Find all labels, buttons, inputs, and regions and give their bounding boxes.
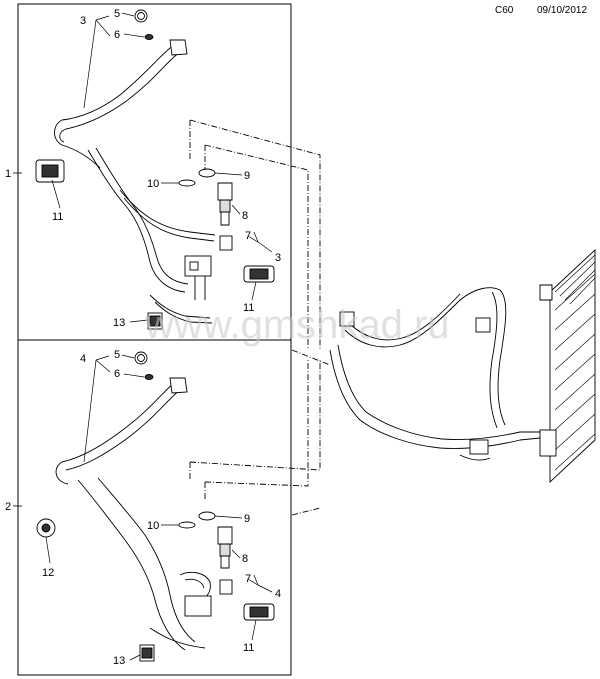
callout-p2-4b: 4 — [275, 588, 281, 600]
callout-p2-5: 5 — [114, 349, 120, 361]
panel-2-leaders — [45, 354, 273, 661]
callout-p2-8: 8 — [242, 553, 248, 565]
callout-p2-9: 9 — [244, 513, 250, 525]
callout-p1-8: 8 — [242, 210, 248, 222]
callout-p1-7: 7 — [245, 230, 251, 242]
panel-2-label: 2 — [5, 501, 11, 513]
callout-p1-3b: 3 — [275, 252, 281, 264]
callout-p2-10: 10 — [147, 520, 159, 532]
panel-2-artwork — [36, 351, 321, 662]
callout-p1-6: 6 — [114, 29, 120, 41]
panel-2-frame — [17, 339, 292, 676]
callout-p1-11b: 11 — [243, 302, 254, 314]
callout-p2-12: 12 — [42, 567, 54, 579]
diagram-code: C60 — [495, 5, 514, 16]
callout-p2-6: 6 — [114, 368, 120, 380]
callout-p1-13: 13 — [113, 317, 125, 329]
callout-p2-4: 4 — [80, 353, 86, 365]
callout-p1-5: 5 — [114, 8, 120, 20]
watermark: www.gmshkad.ru — [144, 303, 450, 347]
callout-p2-13: 13 — [113, 655, 125, 667]
callout-p2-7: 7 — [245, 573, 251, 585]
callout-p1-9: 9 — [244, 170, 250, 182]
panel-1-artwork — [35, 9, 321, 350]
installed-assembly — [291, 248, 596, 516]
callout-p1-10: 10 — [147, 178, 159, 190]
callout-p1-11a: 11 — [52, 211, 63, 223]
diagram-date: 09/10/2012 — [537, 5, 587, 16]
panel-1-label: 1 — [5, 168, 11, 180]
callout-p1-3: 3 — [80, 15, 86, 27]
callout-p2-11: 11 — [243, 642, 254, 654]
panel-1-leaders — [51, 12, 273, 323]
